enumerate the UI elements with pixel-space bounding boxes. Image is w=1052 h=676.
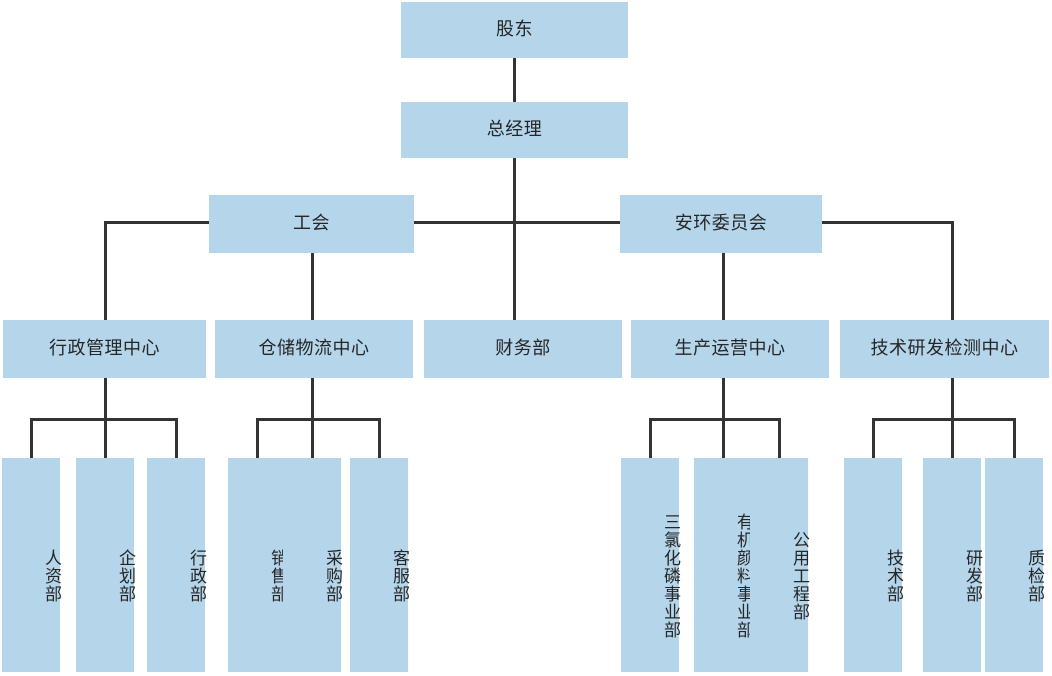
node-general-manager[interactable]: 总经理 [401, 102, 628, 158]
connector-warehouse-to-procurement [311, 418, 314, 460]
node-customer-service-dept-label: 客服部 [390, 549, 409, 603]
node-pcl3-division[interactable]: 三氯化磷事业部 [621, 458, 680, 672]
node-finance-dept[interactable]: 财务部 [424, 320, 622, 378]
connector-admin-to-planning [104, 418, 107, 460]
connector-tech-center-stem [951, 378, 954, 420]
node-sales-dept[interactable]: 销售部 [228, 458, 287, 672]
node-tech-rd-testing-center-label: 技术研发检测中心 [870, 338, 1019, 359]
node-administration-dept[interactable]: 行政部 [147, 458, 206, 672]
connector-bar-to-tech-center [951, 221, 954, 322]
connector-admin-to-administration [175, 418, 178, 460]
node-labor-union-label: 工会 [293, 213, 330, 234]
connector-production-to-pigment [722, 418, 725, 460]
connector-committee-to-production-center [722, 253, 725, 322]
node-utilities-engineering-dept-label: 公用工程部 [790, 531, 809, 621]
node-organic-pigment-division[interactable]: 有机颜料事业部 [694, 458, 753, 672]
node-hr-dept[interactable]: 人资部 [2, 458, 61, 672]
node-labor-union[interactable]: 工会 [209, 195, 414, 253]
connector-admin-center-stem [104, 378, 107, 420]
connector-level3-horizontal-bar [104, 221, 954, 224]
node-quality-inspection-dept-label: 质检部 [1025, 549, 1044, 603]
connector-warehouse-center-stem [311, 378, 314, 420]
node-customer-service-dept[interactable]: 客服部 [350, 458, 409, 672]
connector-production-center-stem [722, 378, 725, 420]
node-tech-rd-testing-center[interactable]: 技术研发检测中心 [840, 320, 1049, 378]
node-sales-dept-label: 销售部 [268, 549, 287, 603]
connector-general-manager-trunk [513, 158, 516, 322]
node-technology-dept-label: 技术部 [884, 549, 903, 603]
connector-bar-to-admin-center [104, 221, 107, 322]
node-production-ops-center-label: 生产运营中心 [674, 338, 786, 359]
connector-warehouse-center-bar [256, 418, 381, 421]
node-safety-env-committee[interactable]: 安环委员会 [620, 195, 822, 253]
node-safety-env-committee-label: 安环委员会 [674, 213, 768, 234]
node-planning-dept[interactable]: 企划部 [76, 458, 135, 672]
connector-union-to-warehouse-center [311, 253, 314, 322]
connector-production-to-utilities [778, 418, 781, 460]
connector-warehouse-to-sales [256, 418, 259, 460]
node-rd-dept[interactable]: 研发部 [923, 458, 982, 672]
connector-tech-to-rd [951, 418, 954, 460]
node-shareholder-label: 股东 [496, 19, 533, 40]
connector-production-center-bar [649, 418, 781, 421]
connector-tech-to-quality [1013, 418, 1016, 460]
node-quality-inspection-dept[interactable]: 质检部 [985, 458, 1044, 672]
node-admin-center-label: 行政管理中心 [49, 338, 160, 359]
node-rd-dept-label: 研发部 [963, 549, 982, 603]
node-shareholder[interactable]: 股东 [401, 2, 628, 58]
node-procurement-dept-label: 采购部 [323, 549, 342, 603]
node-pcl3-division-label: 三氯化磷事业部 [661, 513, 680, 639]
node-procurement-dept[interactable]: 采购部 [283, 458, 342, 672]
node-warehouse-logistics-center[interactable]: 仓储物流中心 [215, 320, 413, 378]
node-technology-dept[interactable]: 技术部 [844, 458, 903, 672]
node-utilities-engineering-dept[interactable]: 公用工程部 [750, 458, 809, 672]
node-general-manager-label: 总经理 [486, 119, 543, 140]
connector-tech-center-bar [872, 418, 1016, 421]
node-warehouse-logistics-center-label: 仓储物流中心 [258, 338, 370, 359]
node-organic-pigment-division-label: 有机颜料事业部 [734, 513, 753, 639]
node-production-ops-center[interactable]: 生产运营中心 [631, 320, 829, 378]
connector-warehouse-to-customer-service [378, 418, 381, 460]
connector-tech-to-technology [872, 418, 875, 460]
node-administration-dept-label: 行政部 [187, 549, 206, 603]
node-hr-dept-label: 人资部 [42, 549, 61, 603]
node-admin-center[interactable]: 行政管理中心 [3, 320, 206, 378]
node-finance-dept-label: 财务部 [495, 338, 551, 359]
connector-production-to-pcl3 [649, 418, 652, 460]
connector-shareholder-to-general-manager [513, 58, 516, 102]
connector-admin-to-hr [30, 418, 33, 460]
node-planning-dept-label: 企划部 [116, 549, 135, 603]
